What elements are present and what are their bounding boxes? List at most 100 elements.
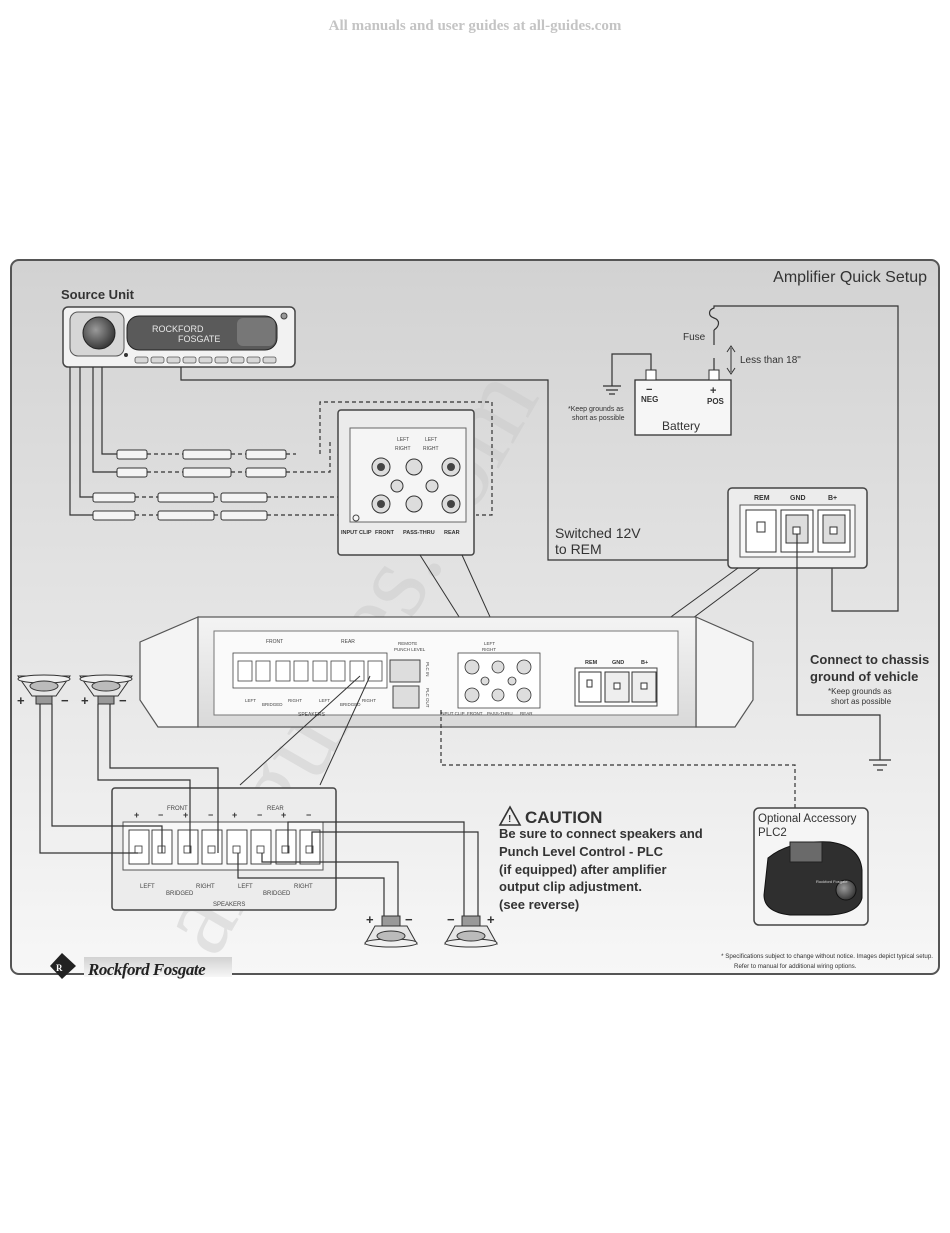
sb-speakers: SPEAKERS (213, 902, 245, 908)
amp-gnd: GND (612, 660, 624, 666)
sb-sign-6: − (257, 810, 262, 820)
pt-rem: REM (754, 495, 770, 502)
source-unit: Source Unit ROCKFORD FOSGATE (61, 287, 296, 368)
polarity-signs: + − + − + − − + + − + − + − + − (17, 693, 495, 927)
amp-left: LEFT (245, 698, 256, 703)
sign-minus-1: − (61, 693, 69, 708)
caution-title: CAUTION (525, 808, 602, 827)
amp-input-clip: INPUT CLIP (440, 711, 465, 716)
in-right-2: RIGHT (423, 446, 439, 452)
sign-plus-1: + (17, 693, 25, 708)
in-rear: REAR (444, 530, 460, 536)
speaker-rear-left (364, 915, 418, 948)
battery-ground-note-1: *Keep grounds as (568, 406, 624, 413)
amp-front: FRONT (266, 639, 283, 645)
display-line-1: ROCKFORD (152, 324, 204, 334)
amp-right-2: RIGHT (362, 698, 376, 703)
sb-sign-8: − (306, 810, 311, 820)
pt-gnd: GND (790, 495, 806, 502)
optional-accessory: Optional Accessory PLC2 Rockford Fosgate (753, 807, 869, 926)
amp-bridged-2: BRIDGED (340, 702, 361, 707)
amp-plc-in: PLC IN (425, 662, 430, 677)
speaker-rear-right (444, 915, 498, 948)
amp-in-front: FRONT (467, 711, 483, 716)
sb-right-2: RIGHT (294, 884, 313, 890)
chassis-note-1: *Keep grounds as (828, 687, 892, 696)
brand-logo: R Rockford Fosgate (50, 953, 232, 979)
amp-plc-out: PLC OUT (425, 688, 430, 708)
accessory-brand: Rockford Fosgate (816, 879, 848, 884)
speaker-front-left (17, 674, 71, 705)
footer-disclaimer-1: * Specifications subject to change witho… (721, 953, 933, 960)
amp-right: RIGHT (288, 698, 302, 703)
remote-line-2: to REM (555, 541, 602, 557)
sign-plus-2: + (81, 693, 89, 708)
in-input-clip: INPUT CLIP (341, 530, 372, 536)
amp-remote-punch-1: REMOTE (398, 641, 417, 646)
sb-rear: REAR (267, 806, 284, 812)
rca-cables (69, 367, 742, 561)
chassis-line-1: Connect to chassis (810, 652, 929, 667)
neg-sign: − (646, 384, 652, 396)
caution-line-2: Punch Level Control - PLC (499, 844, 664, 859)
chassis-line-2: ground of vehicle (810, 669, 918, 684)
display-line-2: FOSGATE (178, 334, 220, 344)
caution-line-4: output clip adjustment. (499, 879, 642, 894)
speaker-terminal-zoom: FRONT REAR LEFT RIGHT BRIDGED LEFT RIGHT… (111, 787, 337, 911)
in-right: RIGHT (395, 446, 411, 452)
sb-sign-4: − (208, 810, 213, 820)
distance-label: Less than 18" (740, 355, 801, 366)
sign-plus-3: + (366, 912, 374, 927)
amp-left-2: LEFT (319, 698, 330, 703)
footer-disclaimer-2: Refer to manual for additional wiring op… (734, 963, 857, 970)
speaker-front-right (79, 674, 133, 705)
sign-plus-4: + (487, 912, 495, 927)
sb-sign-7: + (281, 810, 286, 820)
pos-sign: + (710, 385, 716, 397)
neg-label: NEG (641, 395, 658, 404)
amp-bplus: B+ (641, 660, 648, 666)
sb-left-2: LEFT (238, 884, 253, 890)
battery-assembly: Fuse Less than 18" − NEG + POS Battery *… (568, 305, 899, 612)
chassis-note-2: short as possible (831, 697, 892, 706)
remote-line-1: Switched 12V (555, 525, 641, 541)
warning-icon (498, 805, 522, 826)
amp-pass-thru: PASS-THRU (487, 711, 513, 716)
amp-remote-punch-2: PUNCH LEVEL (394, 647, 426, 652)
in-left-2: LEFT (425, 437, 437, 443)
svg-text:R: R (56, 963, 63, 973)
amp-speakers: SPEAKERS (298, 712, 326, 718)
fuse-label: Fuse (683, 332, 706, 343)
sign-minus-3: − (405, 912, 413, 927)
in-left: LEFT (397, 437, 409, 443)
site-watermark: All manuals and user guides at all-guide… (328, 18, 622, 34)
sb-bridged-2: BRIDGED (263, 891, 291, 897)
sign-minus-4: − (447, 912, 455, 927)
battery-ground-note-2: short as possible (572, 415, 625, 422)
plc2-knob (835, 879, 857, 901)
caution-line-5: (see reverse) (499, 897, 579, 912)
amp-rear: REAR (341, 639, 355, 645)
amp-bridged: BRIDGED (262, 702, 283, 707)
sb-bridged: BRIDGED (166, 891, 194, 897)
amplifier: FRONT REAR LEFT RIGHT BRIDGED LEFT RIGHT… (139, 616, 754, 728)
amp-rear-in: REAR (520, 711, 533, 716)
sb-sign-2: − (158, 810, 163, 820)
panel-title: Amplifier Quick Setup (773, 269, 927, 286)
sb-sign-5: + (232, 810, 237, 820)
ground-symbol-battery (603, 385, 621, 395)
source-unit-label: Source Unit (61, 287, 135, 302)
accessory-line-2: PLC2 (758, 827, 787, 839)
caution-line-3: (if equipped) after amplifier (499, 862, 667, 877)
sign-minus-2: − (119, 693, 127, 708)
speaker-wires (39, 704, 479, 932)
sb-sign-1: + (134, 810, 139, 820)
in-pass-thru: PASS-THRU (403, 530, 435, 536)
caution-line-1: Be sure to connect speakers and (499, 826, 703, 841)
sb-front: FRONT (167, 806, 188, 812)
power-terminals-zoom: REM GND B+ (727, 487, 868, 569)
in-front: FRONT (375, 530, 395, 536)
amp-rem: REM (585, 660, 598, 666)
battery (634, 379, 732, 436)
